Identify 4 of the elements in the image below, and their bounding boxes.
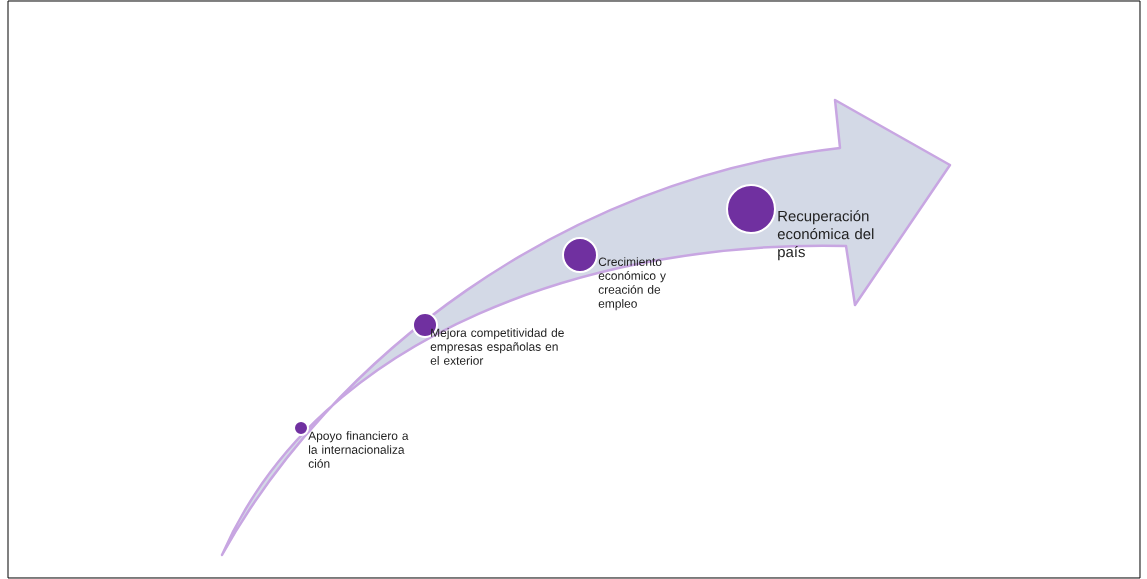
milestone-label: Mejora competitividad de empresas españolas en el exterior (430, 328, 564, 365)
milestone-label: Crecimiento económico y creación de empleo (598, 257, 666, 311)
milestone-label: Recuperación económica del país (777, 210, 874, 261)
milestone-label: Apoyo financiero a la internacionaliza ción (308, 431, 409, 468)
